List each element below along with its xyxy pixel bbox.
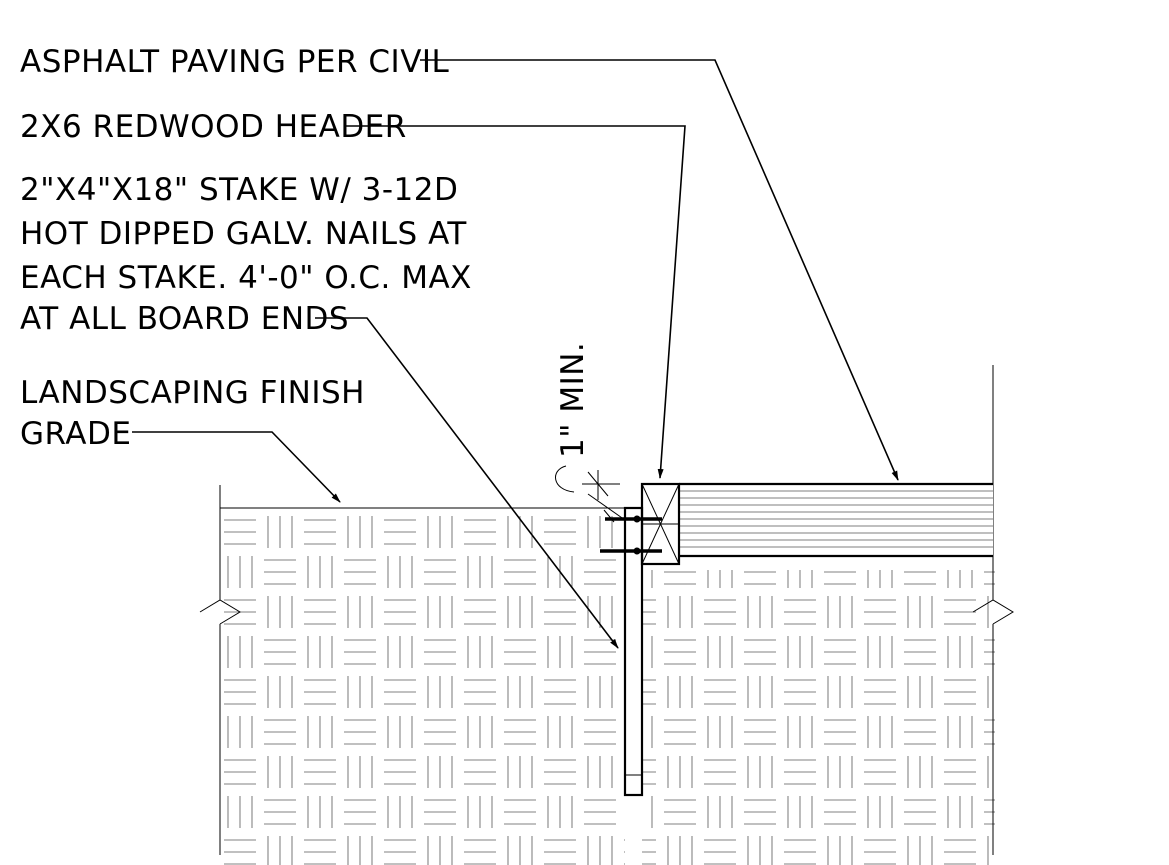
dimension-mark [555,465,626,523]
stake-callout-line4: AT ALL BOARD ENDS [20,301,349,337]
stake-callout-line2: HOT DIPPED GALV. NAILS AT [20,216,467,252]
left-break-line [199,485,241,855]
header-callout: 2X6 REDWOOD HEADER [20,109,407,145]
leader-lines [132,59,899,649]
landscape-callout-line1: LANDSCAPING FINISH [20,375,365,411]
dimension-label: 1" MIN. [555,342,591,458]
right-break-line [972,365,1014,855]
galvanized-nails [600,515,662,555]
soil-hatch [220,508,995,865]
wood-stake [623,506,644,797]
asphalt-paving [679,482,993,558]
stake-callout-line1: 2"X4"X18" STAKE W/ 3-12D [20,172,458,208]
stake-callout-line3: EACH STAKE. 4'-0" O.C. MAX [20,260,472,296]
landscape-callout-line2: GRADE [20,416,131,452]
asphalt-callout: ASPHALT PAVING PER CIVIL [20,44,450,80]
